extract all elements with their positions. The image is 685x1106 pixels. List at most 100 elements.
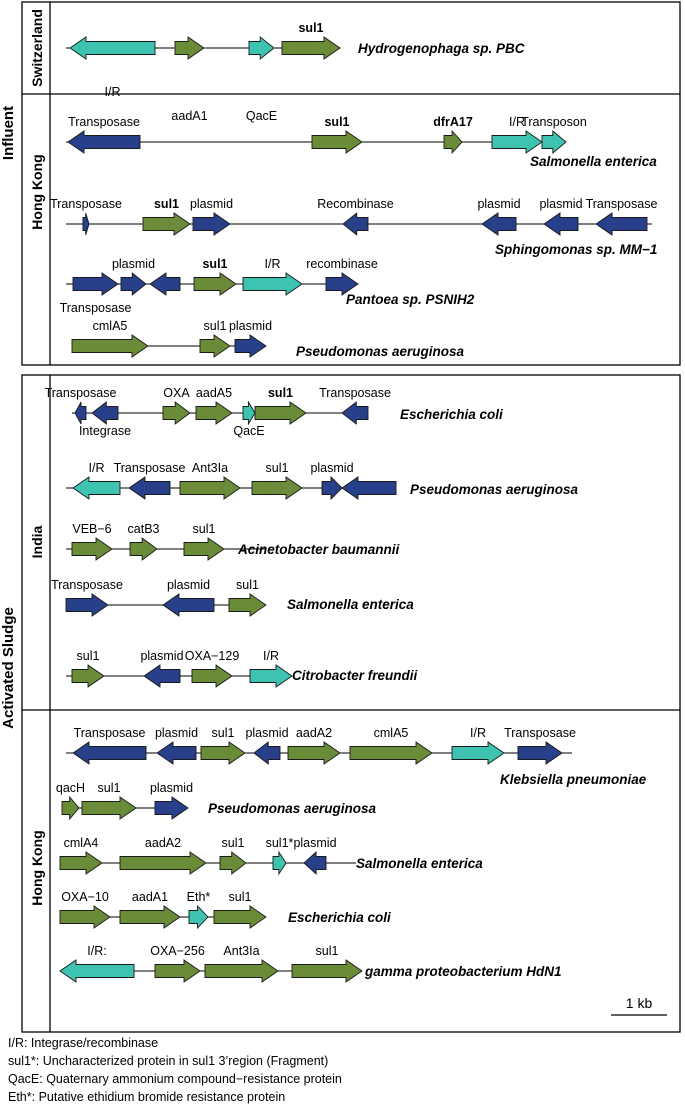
gene-arrow-recombinase xyxy=(342,212,369,236)
gene-label-aada5: aadA5 xyxy=(196,386,232,400)
gene-arrow-sul1 xyxy=(193,272,237,296)
gene-label-sul1: sul1 xyxy=(316,944,339,958)
gene-arrow-navy-gene xyxy=(341,476,397,500)
gene-arrow-oxa-129 xyxy=(191,664,233,688)
sludge-panel xyxy=(21,374,681,1033)
gene-arrow-plasmid xyxy=(481,212,517,236)
gene-label-plasmid: plasmid xyxy=(310,461,353,475)
gene-arrow-sul1 xyxy=(251,476,303,500)
gene-arrow-sul1 xyxy=(254,401,307,425)
gene-label-plasmid: plasmid xyxy=(112,257,155,271)
gene-arrow-plasmid xyxy=(162,593,215,617)
gene-arrow-transposase xyxy=(67,130,141,154)
region-label-switzerland: Switzerland xyxy=(29,9,45,87)
gene-arrow-sul1 xyxy=(142,212,191,236)
gene-arrow-qach xyxy=(61,795,80,821)
gene-label-i-r: I/R xyxy=(509,115,525,129)
gene-label-sul1: sul1 xyxy=(77,649,100,663)
gene-arrow-catb3 xyxy=(129,537,158,561)
gene-label-sul1: sul1 xyxy=(193,522,216,536)
gene-arrow-ant3ia xyxy=(204,959,279,983)
gene-arrow-i-r xyxy=(491,130,543,154)
gene-label-sul1: sul1 xyxy=(266,461,289,475)
gene-arrow-i-r xyxy=(451,741,505,765)
gene-arrow-aada2 xyxy=(119,851,207,875)
gene-arrow-i-r xyxy=(242,272,303,296)
gene-label-dfra17: dfrA17 xyxy=(433,115,473,129)
gene-arrow-sul1 xyxy=(272,850,287,876)
legend-item-sul1-star: sul1*: Uncharacterized protein in sul1 3… xyxy=(8,1054,329,1068)
gene-arrow-plasmid xyxy=(543,212,579,236)
organism-label: Escherichia coli xyxy=(288,910,391,925)
gene-arrow-transposase xyxy=(82,212,90,236)
gene-arrow-veb-6 xyxy=(71,537,113,561)
organism-label: Pseudomonas aeruginosa xyxy=(410,482,579,497)
gene-label-aada1: aadA1 xyxy=(132,890,168,904)
gene-arrow-sul1 xyxy=(291,959,363,983)
gene-label-plasmid: plasmid xyxy=(140,649,183,663)
gene-arrow-sul1 xyxy=(183,537,225,561)
gene-arrow-cmla4 xyxy=(59,851,103,875)
gene-label-sul1: sul1 xyxy=(229,890,252,904)
gene-arrow-sul1 xyxy=(228,593,267,617)
gene-label-cmla4: cmlA4 xyxy=(64,836,99,850)
gene-arrow-transposase xyxy=(517,741,563,765)
gene-arrow-transposase xyxy=(65,593,109,617)
gene-arrow-ant3ia xyxy=(179,476,241,500)
gene-arrow-oxa-256 xyxy=(154,959,201,983)
gene-arrow-sul1 xyxy=(281,36,341,60)
gene-arrow-sul1 xyxy=(200,741,246,765)
gene-label-oxa-129: OXA−129 xyxy=(185,649,240,663)
gene-arrow-qace xyxy=(242,400,256,426)
gene-label-plasmid: plasmid xyxy=(245,726,288,740)
legend-item-qace: QacE: Quaternary ammonium compound−resis… xyxy=(8,1072,342,1086)
gene-arrow-cmla5 xyxy=(71,334,149,358)
gene-arrow-i-r xyxy=(69,36,156,60)
gene-label-sul1: sul1 xyxy=(222,836,245,850)
gene-label-ant3ia: Ant3Ia xyxy=(223,944,259,958)
organism-label: Pseudomonas aeruginosa xyxy=(296,344,465,359)
gene-arrow-eth xyxy=(188,904,209,930)
gene-label-transposase: Transposase xyxy=(51,578,123,592)
group-label-activated-sludge: Activated Sludge xyxy=(0,607,17,729)
gene-label-i-r: I/R xyxy=(89,461,105,475)
gene-label-qace: QacE xyxy=(233,424,264,438)
organism-label: Salmonella enterica xyxy=(530,154,657,169)
gene-label-transposase: Transposase xyxy=(60,301,132,315)
legend: I/R: Integrase/recombinase sul1*: Unchar… xyxy=(8,1034,342,1106)
gene-arrow-dfra17 xyxy=(443,129,463,155)
gene-label-integrase: Integrase xyxy=(79,424,131,438)
gene-label-plasmid: plasmid xyxy=(155,726,198,740)
gene-arrow-sul1 xyxy=(213,905,267,929)
gene-arrow-recombinase xyxy=(325,272,359,296)
gene-label-aada2: aadA2 xyxy=(296,726,332,740)
organism-label: Escherichia coli xyxy=(400,407,503,422)
gene-arrow-plasmid xyxy=(192,212,231,236)
gene-arrow-plasmid xyxy=(234,334,267,358)
gene-arrow-sul1 xyxy=(71,664,105,688)
gene-label-i-r: I/R xyxy=(470,726,486,740)
gene-arrow-aada2 xyxy=(287,741,341,765)
gene-arrow-sul1 xyxy=(81,796,137,820)
gene-label-transposase: Transposase xyxy=(114,461,186,475)
organism-label: Hydrogenophaga sp. PBC xyxy=(358,41,525,56)
gene-arrow-i-r xyxy=(59,959,135,983)
gene-label-veb-6: VEB−6 xyxy=(72,522,111,536)
gene-label-cmla5: cmlA5 xyxy=(374,726,409,740)
gene-label-recombinase: Recombinase xyxy=(317,197,393,211)
gene-label-eth: Eth* xyxy=(187,890,211,904)
gene-arrow-integrase xyxy=(91,401,119,425)
gene-arrow-plasmid xyxy=(156,741,197,765)
gene-arrow-sul1 xyxy=(219,851,247,875)
gene-label-oxa-256: OXA−256 xyxy=(150,944,205,958)
